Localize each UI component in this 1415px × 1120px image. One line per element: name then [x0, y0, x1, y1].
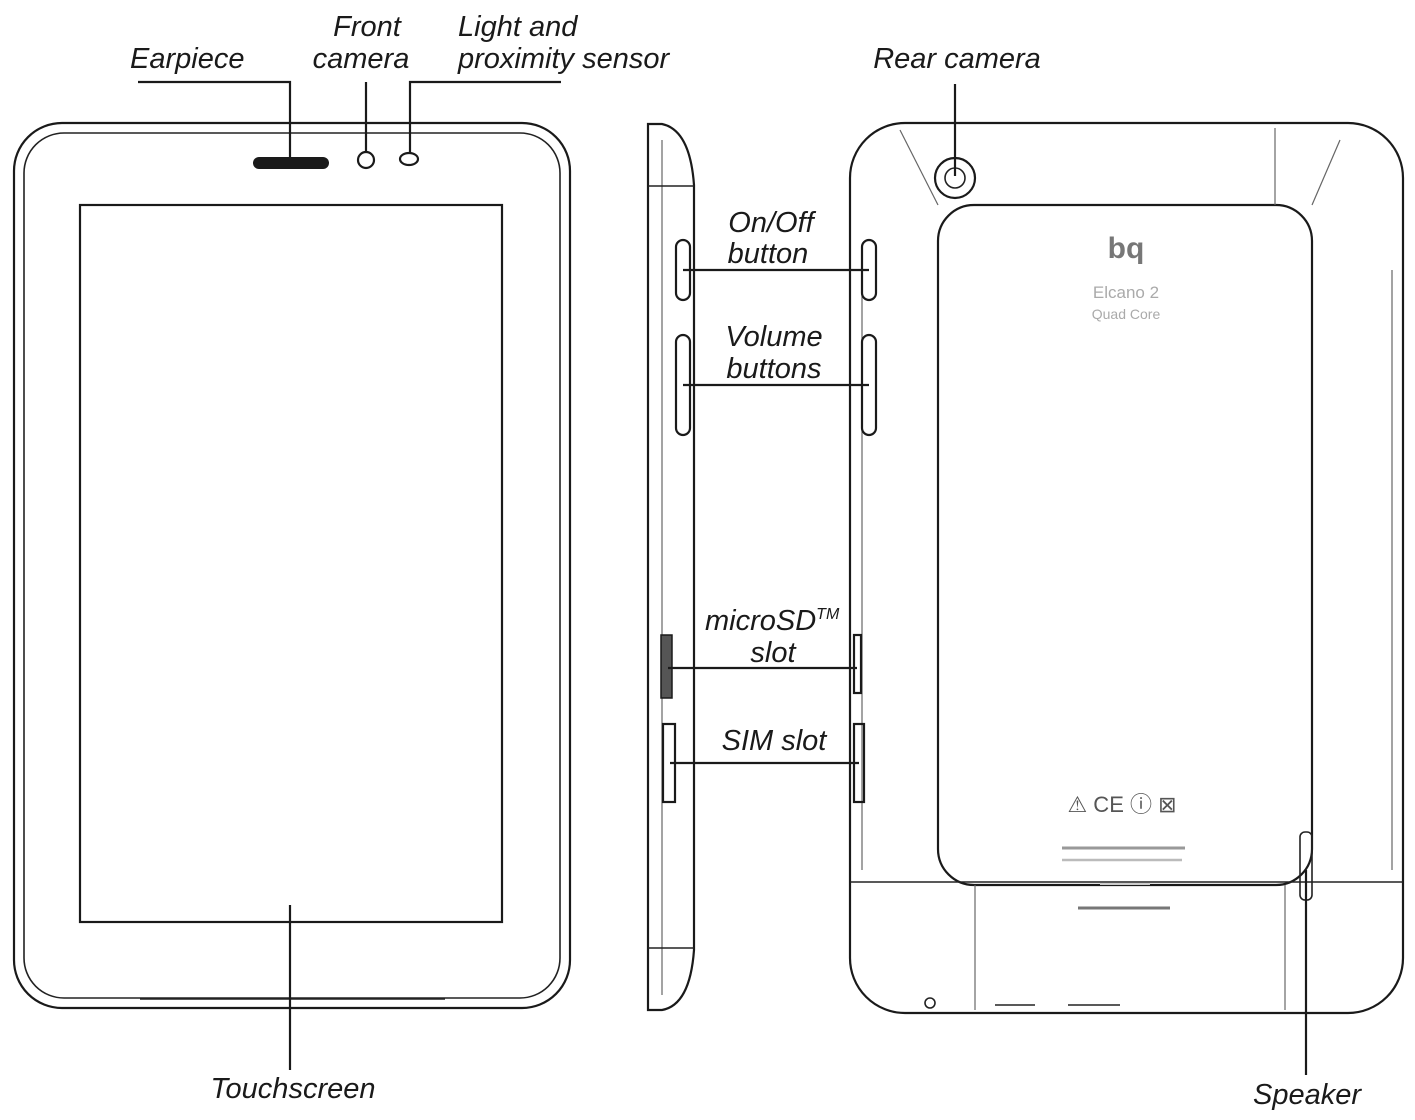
label-volume-line2: buttons: [726, 353, 821, 385]
label-front-camera-line1: Front: [333, 11, 403, 43]
label-onoff-line1: On/Off: [728, 207, 816, 239]
light-sensor: [398, 151, 420, 167]
front-view: [12, 121, 572, 1010]
leader-lines: [138, 80, 1308, 1075]
label-microsd-line2: slot: [750, 637, 797, 669]
label-microsd-line1: microSDTM: [705, 605, 840, 637]
label-rear-camera: Rear camera: [873, 43, 1041, 75]
front-camera-lens: [356, 150, 376, 170]
back-brand-logo: bq: [1108, 232, 1145, 265]
regulatory-print-lines: [1062, 846, 1185, 910]
touchscreen-area: [78, 203, 504, 924]
labels: Earpiece Front camera Light and proximit…: [130, 11, 1362, 1111]
label-light-sensor-line2: proximity sensor: [457, 43, 670, 75]
light-sensor-leader: [408, 80, 561, 153]
label-onoff-line2: button: [728, 238, 809, 270]
side-view: [646, 122, 696, 1012]
back-body-outer: [848, 121, 1405, 1015]
front-body-inner: [23, 132, 561, 999]
side-microsd-slot: [660, 634, 673, 699]
earpiece-leader: [138, 80, 292, 157]
label-sim-slot: SIM slot: [722, 725, 829, 757]
front-body-outer: [12, 121, 572, 1010]
back-model-sub: Quad Core: [1092, 306, 1161, 322]
side-body: [646, 122, 696, 1012]
back-top-line-right: [1311, 139, 1341, 206]
back-model-name: Elcano 2: [1093, 283, 1159, 302]
label-earpiece: Earpiece: [130, 43, 244, 75]
svg-text:⚠ CE ⓘ ⊠: ⚠ CE ⓘ ⊠: [1067, 792, 1176, 817]
label-speaker: Speaker: [1253, 1079, 1362, 1111]
headphone-jack: [924, 997, 936, 1009]
label-light-sensor-line1: Light and: [458, 11, 578, 43]
earpiece-grille: [253, 157, 329, 169]
label-volume-line1: Volume: [725, 321, 822, 353]
back-microsd-slot: [852, 633, 863, 695]
back-view: bq Elcano 2 Quad Core ⚠ CE ⓘ ⊠: [848, 121, 1405, 1015]
label-front-camera-line2: camera: [313, 43, 410, 75]
certification-marks-icon: ⚠ CE ⓘ ⊠: [1067, 792, 1176, 817]
label-microsd-tm: TM: [816, 606, 840, 623]
label-microsd-main: microSD: [705, 605, 816, 637]
label-touchscreen: Touchscreen: [211, 1073, 376, 1105]
back-top-line-left: [899, 129, 939, 206]
